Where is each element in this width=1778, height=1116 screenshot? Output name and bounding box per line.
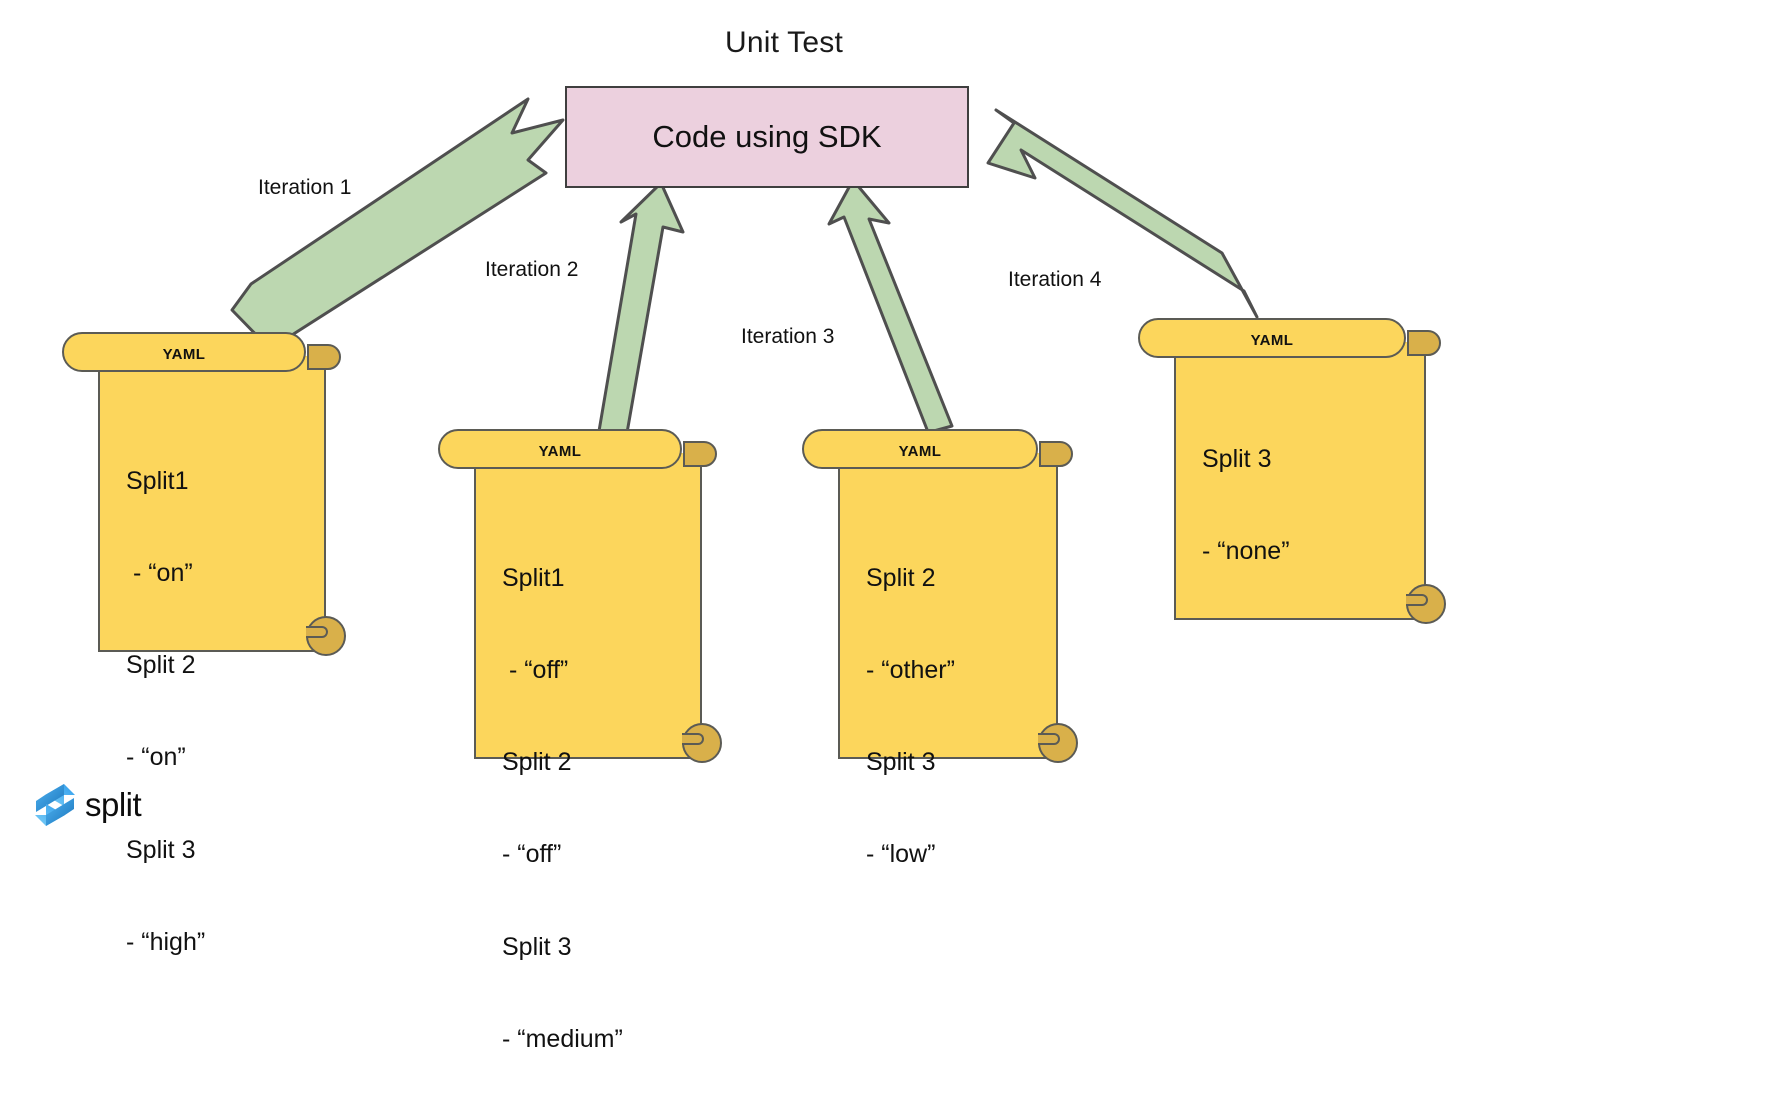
split-logo-wordmark: split bbox=[85, 786, 142, 823]
yaml-scroll-3[interactable]: YAML Split 2 - “other” Split 3 - “low” bbox=[802, 429, 1102, 868]
yaml-line: - “off” bbox=[502, 655, 569, 684]
yaml-scroll-1-bottom-curl-icon bbox=[306, 616, 346, 656]
diagram-canvas: Unit Test Code using SDK Iteration 1 Ite… bbox=[34, 26, 1446, 1053]
arrow-label-iteration-1: Iteration 1 bbox=[258, 176, 352, 199]
yaml-scroll-4-header-label: YAML bbox=[1250, 331, 1294, 349]
yaml-line: - “medium” bbox=[502, 1024, 623, 1053]
yaml-scroll-4-lines: Split 3 - “none” bbox=[1202, 382, 1290, 628]
yaml-line: Split1 bbox=[126, 466, 189, 495]
yaml-scroll-3-header: YAML bbox=[802, 429, 1038, 469]
arrow-label-iteration-4: Iteration 4 bbox=[1008, 268, 1102, 291]
yaml-line: Split 3 bbox=[1202, 444, 1272, 473]
arrow-iteration-4 bbox=[986, 108, 1259, 319]
yaml-scroll-1[interactable]: YAML Split1 - “on” Split 2 - “on” Split … bbox=[62, 332, 362, 956]
yaml-line: Split 2 bbox=[866, 563, 936, 592]
arrow-iteration-3 bbox=[827, 178, 954, 442]
yaml-line: - “on” bbox=[126, 743, 186, 772]
yaml-line: Split 3 bbox=[502, 932, 572, 961]
split-chevron-logo-icon bbox=[35, 784, 75, 826]
diagram-title: Unit Test bbox=[725, 26, 843, 59]
yaml-scroll-2-lines: Split1 - “off” Split 2 - “off” Split 3 -… bbox=[502, 501, 623, 1116]
yaml-scroll-2-bottom-curl-icon bbox=[682, 723, 722, 763]
yaml-line: Split 3 bbox=[866, 748, 936, 776]
yaml-scroll-3-bottom-curl-icon bbox=[1038, 723, 1078, 763]
yaml-scroll-2-header-label: YAML bbox=[538, 442, 582, 460]
code-using-sdk-label: Code using SDK bbox=[652, 119, 882, 154]
yaml-scroll-1-lines: Split1 - “on” Split 2 - “on” Split 3 - “… bbox=[126, 404, 205, 1019]
arrow-label-iteration-3: Iteration 3 bbox=[741, 325, 835, 348]
arrow-iteration-2 bbox=[569, 181, 685, 452]
yaml-line: Split 3 bbox=[126, 835, 196, 864]
yaml-line: - “none” bbox=[1202, 536, 1290, 565]
yaml-line: Split1 bbox=[502, 563, 565, 592]
yaml-scroll-3-lines: Split 2 - “other” Split 3 - “low” bbox=[866, 501, 955, 932]
yaml-scroll-4-bottom-curl-icon bbox=[1406, 584, 1446, 624]
yaml-scroll-4[interactable]: YAML Split 3 - “none” bbox=[1138, 318, 1446, 648]
yaml-line: - “low” bbox=[866, 840, 936, 869]
yaml-scroll-2-body bbox=[474, 453, 702, 759]
yaml-line: - “other” bbox=[866, 655, 955, 684]
yaml-line: - “on” bbox=[126, 558, 193, 587]
yaml-scroll-1-header-label: YAML bbox=[162, 345, 206, 363]
yaml-scroll-4-body bbox=[1174, 342, 1426, 620]
yaml-line: - “high” bbox=[126, 927, 206, 956]
yaml-scroll-2[interactable]: YAML Split1 - “off” Split 2 - “off” Spli… bbox=[438, 429, 738, 1053]
arrow-label-iteration-2: Iteration 2 bbox=[485, 258, 579, 281]
yaml-line: - “off” bbox=[502, 840, 562, 869]
yaml-scroll-4-header: YAML bbox=[1138, 318, 1406, 358]
yaml-scroll-3-top-curl-icon bbox=[1039, 441, 1073, 467]
yaml-scroll-4-top-curl-icon bbox=[1407, 330, 1441, 356]
yaml-scroll-1-header: YAML bbox=[62, 332, 306, 372]
yaml-scroll-2-top-curl-icon bbox=[683, 441, 717, 467]
yaml-line: Split 2 bbox=[126, 651, 196, 679]
yaml-scroll-3-body bbox=[838, 453, 1058, 759]
yaml-scroll-1-body bbox=[98, 356, 326, 652]
code-using-sdk-box[interactable]: Code using SDK bbox=[565, 86, 969, 188]
yaml-scroll-2-header: YAML bbox=[438, 429, 682, 469]
yaml-scroll-1-top-curl-icon bbox=[307, 344, 341, 370]
split-logo: split bbox=[34, 782, 142, 828]
yaml-line: Split 2 bbox=[502, 748, 572, 776]
arrow-iteration-1 bbox=[230, 97, 565, 351]
yaml-scroll-3-header-label: YAML bbox=[898, 442, 942, 460]
